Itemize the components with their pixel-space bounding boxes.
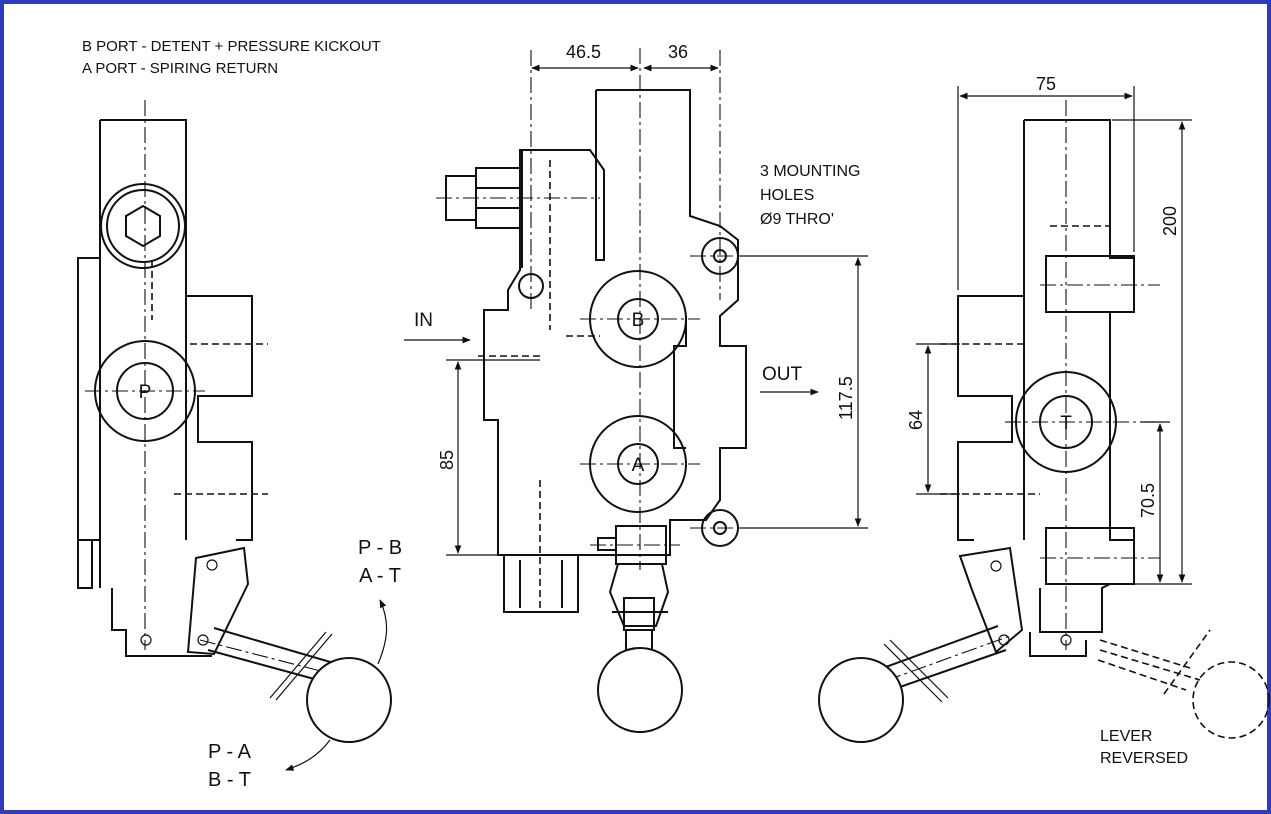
lever-reversed-line2: REVERSED bbox=[1100, 750, 1189, 767]
lever-reversed-note: LEVER REVERSED bbox=[1100, 726, 1188, 770]
dim-70-5: 70.5 bbox=[1138, 483, 1158, 518]
dim-36: 36 bbox=[668, 42, 688, 62]
lever-position-up: P - B A - T bbox=[358, 534, 402, 590]
mounting-note-line1: 3 MOUNTING bbox=[760, 163, 860, 180]
dim-64: 64 bbox=[906, 410, 926, 430]
note-a-port: A PORT - SPIRING RETURN bbox=[82, 60, 279, 77]
label-a-t: A - T bbox=[359, 565, 401, 587]
label-b-t: B - T bbox=[208, 769, 251, 791]
label-p-a: P - A bbox=[208, 741, 251, 763]
notes-block: B PORT - DETENT + PRESSURE KICKOUT A POR… bbox=[82, 36, 381, 80]
dim-46-5: 46.5 bbox=[566, 42, 601, 62]
right-side-view: T 75 200 64 70.5 bbox=[818, 74, 1270, 743]
out-label: OUT bbox=[762, 364, 803, 385]
port-b-label: B bbox=[632, 310, 645, 331]
label-p-b: P - B bbox=[358, 537, 403, 559]
left-side-view: P bbox=[77, 100, 392, 771]
dim-117-5: 117.5 bbox=[836, 376, 856, 420]
note-b-port: B PORT - DETENT + PRESSURE KICKOUT bbox=[82, 38, 381, 55]
port-p-label: P bbox=[139, 382, 152, 403]
lever-reversed-line1: LEVER bbox=[1100, 728, 1153, 745]
port-t-label: T bbox=[1060, 413, 1072, 434]
dim-75: 75 bbox=[1036, 74, 1056, 94]
center-front-view: B A IN OUT 46.5 36 85 bbox=[404, 42, 868, 733]
in-label: IN bbox=[414, 310, 433, 331]
lever-position-down: P - A B - T bbox=[208, 738, 251, 794]
mounting-note-line3: Ø9 THRO' bbox=[760, 211, 834, 228]
port-a-label: A bbox=[632, 455, 645, 476]
dim-200: 200 bbox=[1160, 206, 1180, 236]
mounting-note-line2: HOLES bbox=[760, 187, 814, 204]
dim-85: 85 bbox=[437, 450, 457, 470]
